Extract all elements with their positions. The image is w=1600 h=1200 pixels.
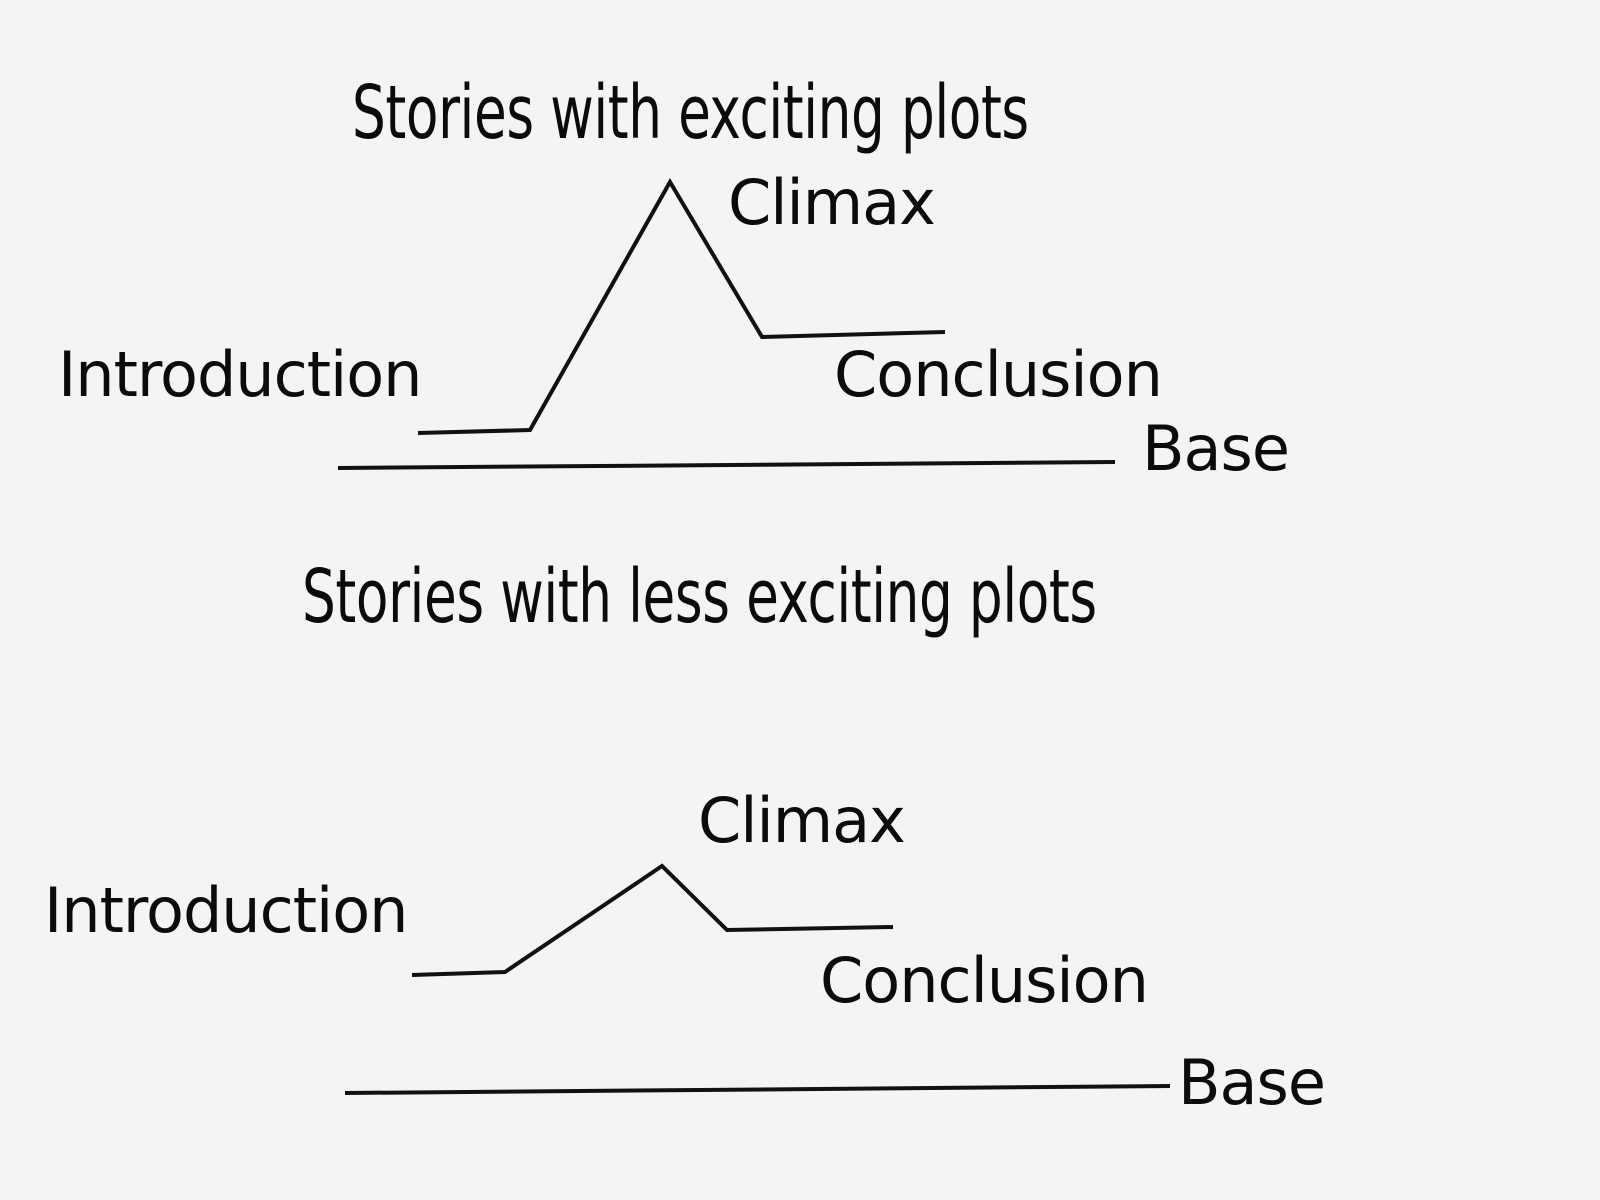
diagram-title-less-exciting: Stories with less exciting plots [302, 554, 1097, 640]
label-conclusion-less-exciting: Conclusion [820, 944, 1149, 1017]
label-introduction-less-exciting: Introduction [44, 874, 408, 947]
label-base-less-exciting: Base [1178, 1046, 1326, 1119]
label-climax-less-exciting: Climax [698, 784, 906, 857]
baseline-exciting [337, 460, 1116, 470]
label-introduction-exciting: Introduction [58, 338, 422, 411]
label-conclusion-exciting: Conclusion [834, 338, 1163, 411]
baseline-less-exciting [344, 1084, 1171, 1095]
label-base-exciting: Base [1142, 412, 1290, 485]
diagram-title-exciting: Stories with exciting plots [352, 70, 1029, 156]
label-climax-exciting: Climax [728, 166, 936, 239]
